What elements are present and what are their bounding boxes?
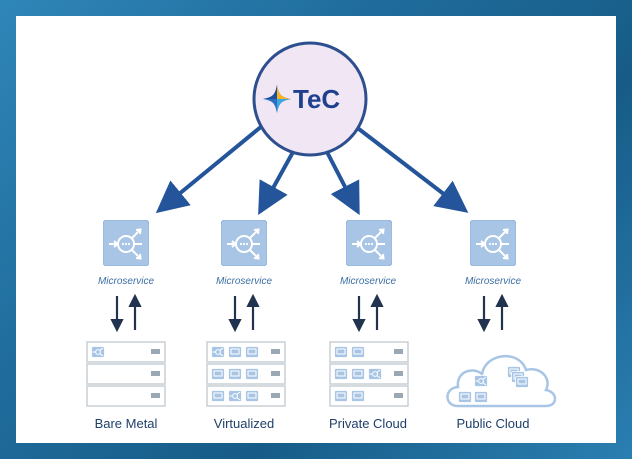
microservice-icon (470, 220, 516, 266)
logo-text: TeC (293, 84, 340, 114)
distribution-arrows (155, 124, 469, 216)
microservice-label: Microservice (216, 276, 273, 287)
environment-label: Virtualized (214, 416, 274, 431)
arrow-to-bare-metal (155, 124, 264, 214)
public-cloud-icon (446, 354, 557, 408)
tec-logo-icon (263, 85, 291, 113)
arrow-to-virtualized (258, 151, 295, 215)
environment-label: Private Cloud (329, 416, 407, 431)
bare-metal-server-icon (86, 341, 166, 407)
column-private-cloud: Microservice Private Cloud (329, 220, 409, 431)
environment-label: Public Cloud (457, 416, 530, 431)
microservice-label: Microservice (340, 276, 397, 287)
column-virtualized: Microservice Virtualized (206, 220, 286, 431)
tec-hub: TeC (252, 41, 368, 157)
virtualized-server-icon (206, 341, 286, 407)
environment-label: Bare Metal (95, 416, 158, 431)
hub-circle (252, 41, 368, 157)
microservice-icon (103, 220, 149, 266)
microservice-label: Microservice (465, 276, 522, 287)
microservice-icon (221, 220, 267, 266)
arrow-to-private-cloud (325, 151, 360, 216)
column-bare-metal: Microservice Bare Metal (86, 220, 166, 431)
column-public-cloud: Microservice Public Cloud (446, 220, 557, 431)
microservice-label: Microservice (98, 276, 155, 287)
private-cloud-server-icon (329, 341, 409, 407)
arrow-to-public-cloud (353, 124, 469, 213)
microservice-icon (346, 220, 392, 266)
